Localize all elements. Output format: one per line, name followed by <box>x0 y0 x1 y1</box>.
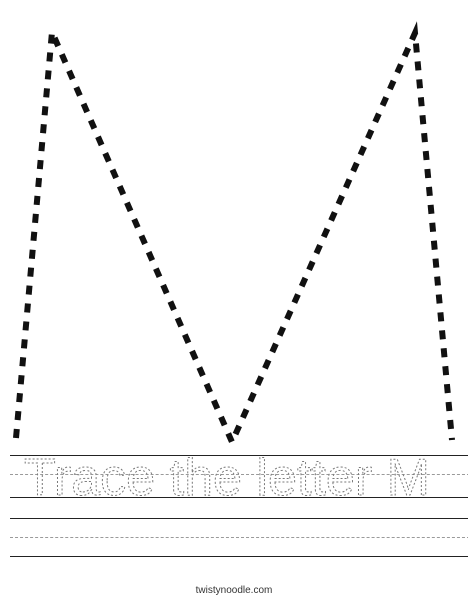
dotted-letter-m-tracing-guide <box>13 21 455 450</box>
trace-sentence-text: Trace the letter M <box>24 450 430 502</box>
writing-line-2-baseline <box>10 556 468 557</box>
writing-line-2-top <box>10 518 468 519</box>
site-credit: twistynoodle.com <box>195 585 273 596</box>
writing-line-1-midline <box>10 474 468 475</box>
trace-sentence-outline: Trace the letter M <box>24 450 431 502</box>
writing-line-2-midline <box>10 537 468 538</box>
letter-m-dotted-stroke <box>13 21 455 450</box>
writing-line-1-baseline <box>10 497 468 498</box>
writing-line-1-top <box>10 455 468 456</box>
